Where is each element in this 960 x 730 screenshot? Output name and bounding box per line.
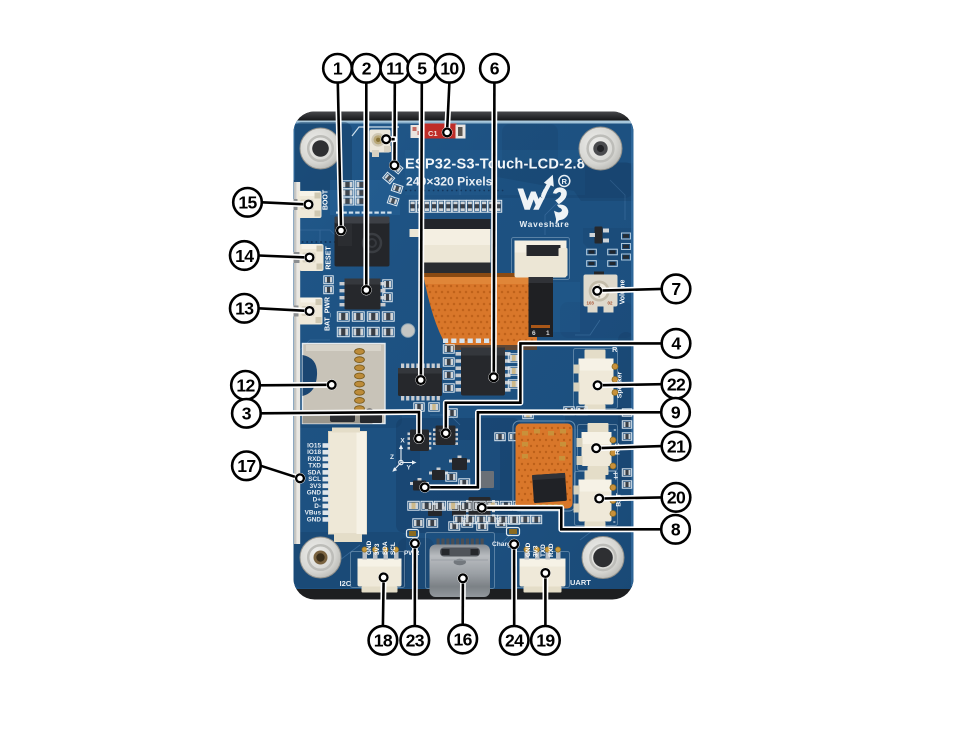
svg-text:R: R <box>562 177 568 186</box>
svg-text:RXD: RXD <box>548 543 555 557</box>
svg-text:TXD: TXD <box>540 544 547 557</box>
svg-text:I2C: I2C <box>340 579 352 588</box>
svg-text:SDA: SDA <box>308 469 322 476</box>
svg-text:3: 3 <box>242 404 252 424</box>
svg-text:RXD: RXD <box>308 456 322 463</box>
svg-text:GND: GND <box>307 490 322 497</box>
svg-text:Z: Z <box>390 454 394 461</box>
svg-text:IO15: IO15 <box>307 443 321 450</box>
svg-text:17: 17 <box>237 456 256 476</box>
svg-text:3V3: 3V3 <box>374 543 381 555</box>
svg-text:GND: GND <box>525 542 532 557</box>
svg-text:2: 2 <box>362 59 372 79</box>
svg-text:23: 23 <box>406 631 425 651</box>
svg-text:X: X <box>400 438 405 445</box>
svg-text:Charge: Charge <box>492 541 515 548</box>
svg-text:BAT_PWR: BAT_PWR <box>325 297 332 331</box>
svg-text:TXD: TXD <box>308 463 321 470</box>
svg-text:14: 14 <box>235 246 254 266</box>
svg-text:-: - <box>614 425 617 434</box>
svg-text:SDA: SDA <box>382 541 389 555</box>
svg-text:RESET: RESET <box>326 246 333 270</box>
svg-text:-: - <box>613 517 616 526</box>
svg-text:3V3: 3V3 <box>533 545 540 557</box>
svg-text:Y: Y <box>407 465 412 472</box>
svg-text:5: 5 <box>417 59 427 79</box>
svg-text:18: 18 <box>374 631 393 651</box>
svg-text:6: 6 <box>490 59 500 79</box>
svg-text:21: 21 <box>667 436 686 456</box>
svg-text:SCL: SCL <box>308 476 321 483</box>
svg-text:GND: GND <box>366 540 373 555</box>
svg-text:8: 8 <box>671 520 681 540</box>
svg-text:20: 20 <box>667 488 686 508</box>
svg-text:4: 4 <box>671 334 681 354</box>
svg-text:12: 12 <box>236 376 255 396</box>
svg-text:24: 24 <box>505 631 524 651</box>
svg-text:GND: GND <box>307 516 322 523</box>
svg-text:Waveshare: Waveshare <box>520 220 570 229</box>
svg-text:19: 19 <box>536 631 555 651</box>
svg-text:3V3: 3V3 <box>310 483 322 490</box>
svg-text:UART: UART <box>570 578 591 587</box>
svg-text:VBus: VBus <box>305 510 322 517</box>
svg-text:1: 1 <box>546 330 550 337</box>
svg-text:D+: D+ <box>313 496 322 503</box>
svg-text:22: 22 <box>667 375 686 395</box>
svg-text:240×320 Pixels: 240×320 Pixels <box>406 175 493 189</box>
svg-text:1: 1 <box>333 59 343 79</box>
svg-text:9: 9 <box>671 403 681 423</box>
svg-text:BOOT: BOOT <box>323 189 330 210</box>
svg-text:02: 02 <box>608 300 613 305</box>
svg-text:D-: D- <box>314 503 321 510</box>
svg-text:C1: C1 <box>428 129 438 138</box>
svg-text:+: + <box>614 473 619 482</box>
svg-text:16: 16 <box>454 629 473 649</box>
svg-text:15: 15 <box>238 193 257 213</box>
svg-text:SCL: SCL <box>390 542 397 555</box>
svg-text:+: + <box>613 469 618 478</box>
svg-text:R: R <box>612 345 618 354</box>
svg-text:7: 7 <box>671 279 681 299</box>
svg-text:10: 10 <box>440 59 459 79</box>
svg-text:PWR: PWR <box>404 550 420 557</box>
svg-text:11: 11 <box>386 59 404 79</box>
svg-text:13: 13 <box>235 299 254 319</box>
svg-text:6: 6 <box>532 330 536 337</box>
svg-text:103: 103 <box>587 300 595 305</box>
svg-text:IO18: IO18 <box>307 449 321 456</box>
